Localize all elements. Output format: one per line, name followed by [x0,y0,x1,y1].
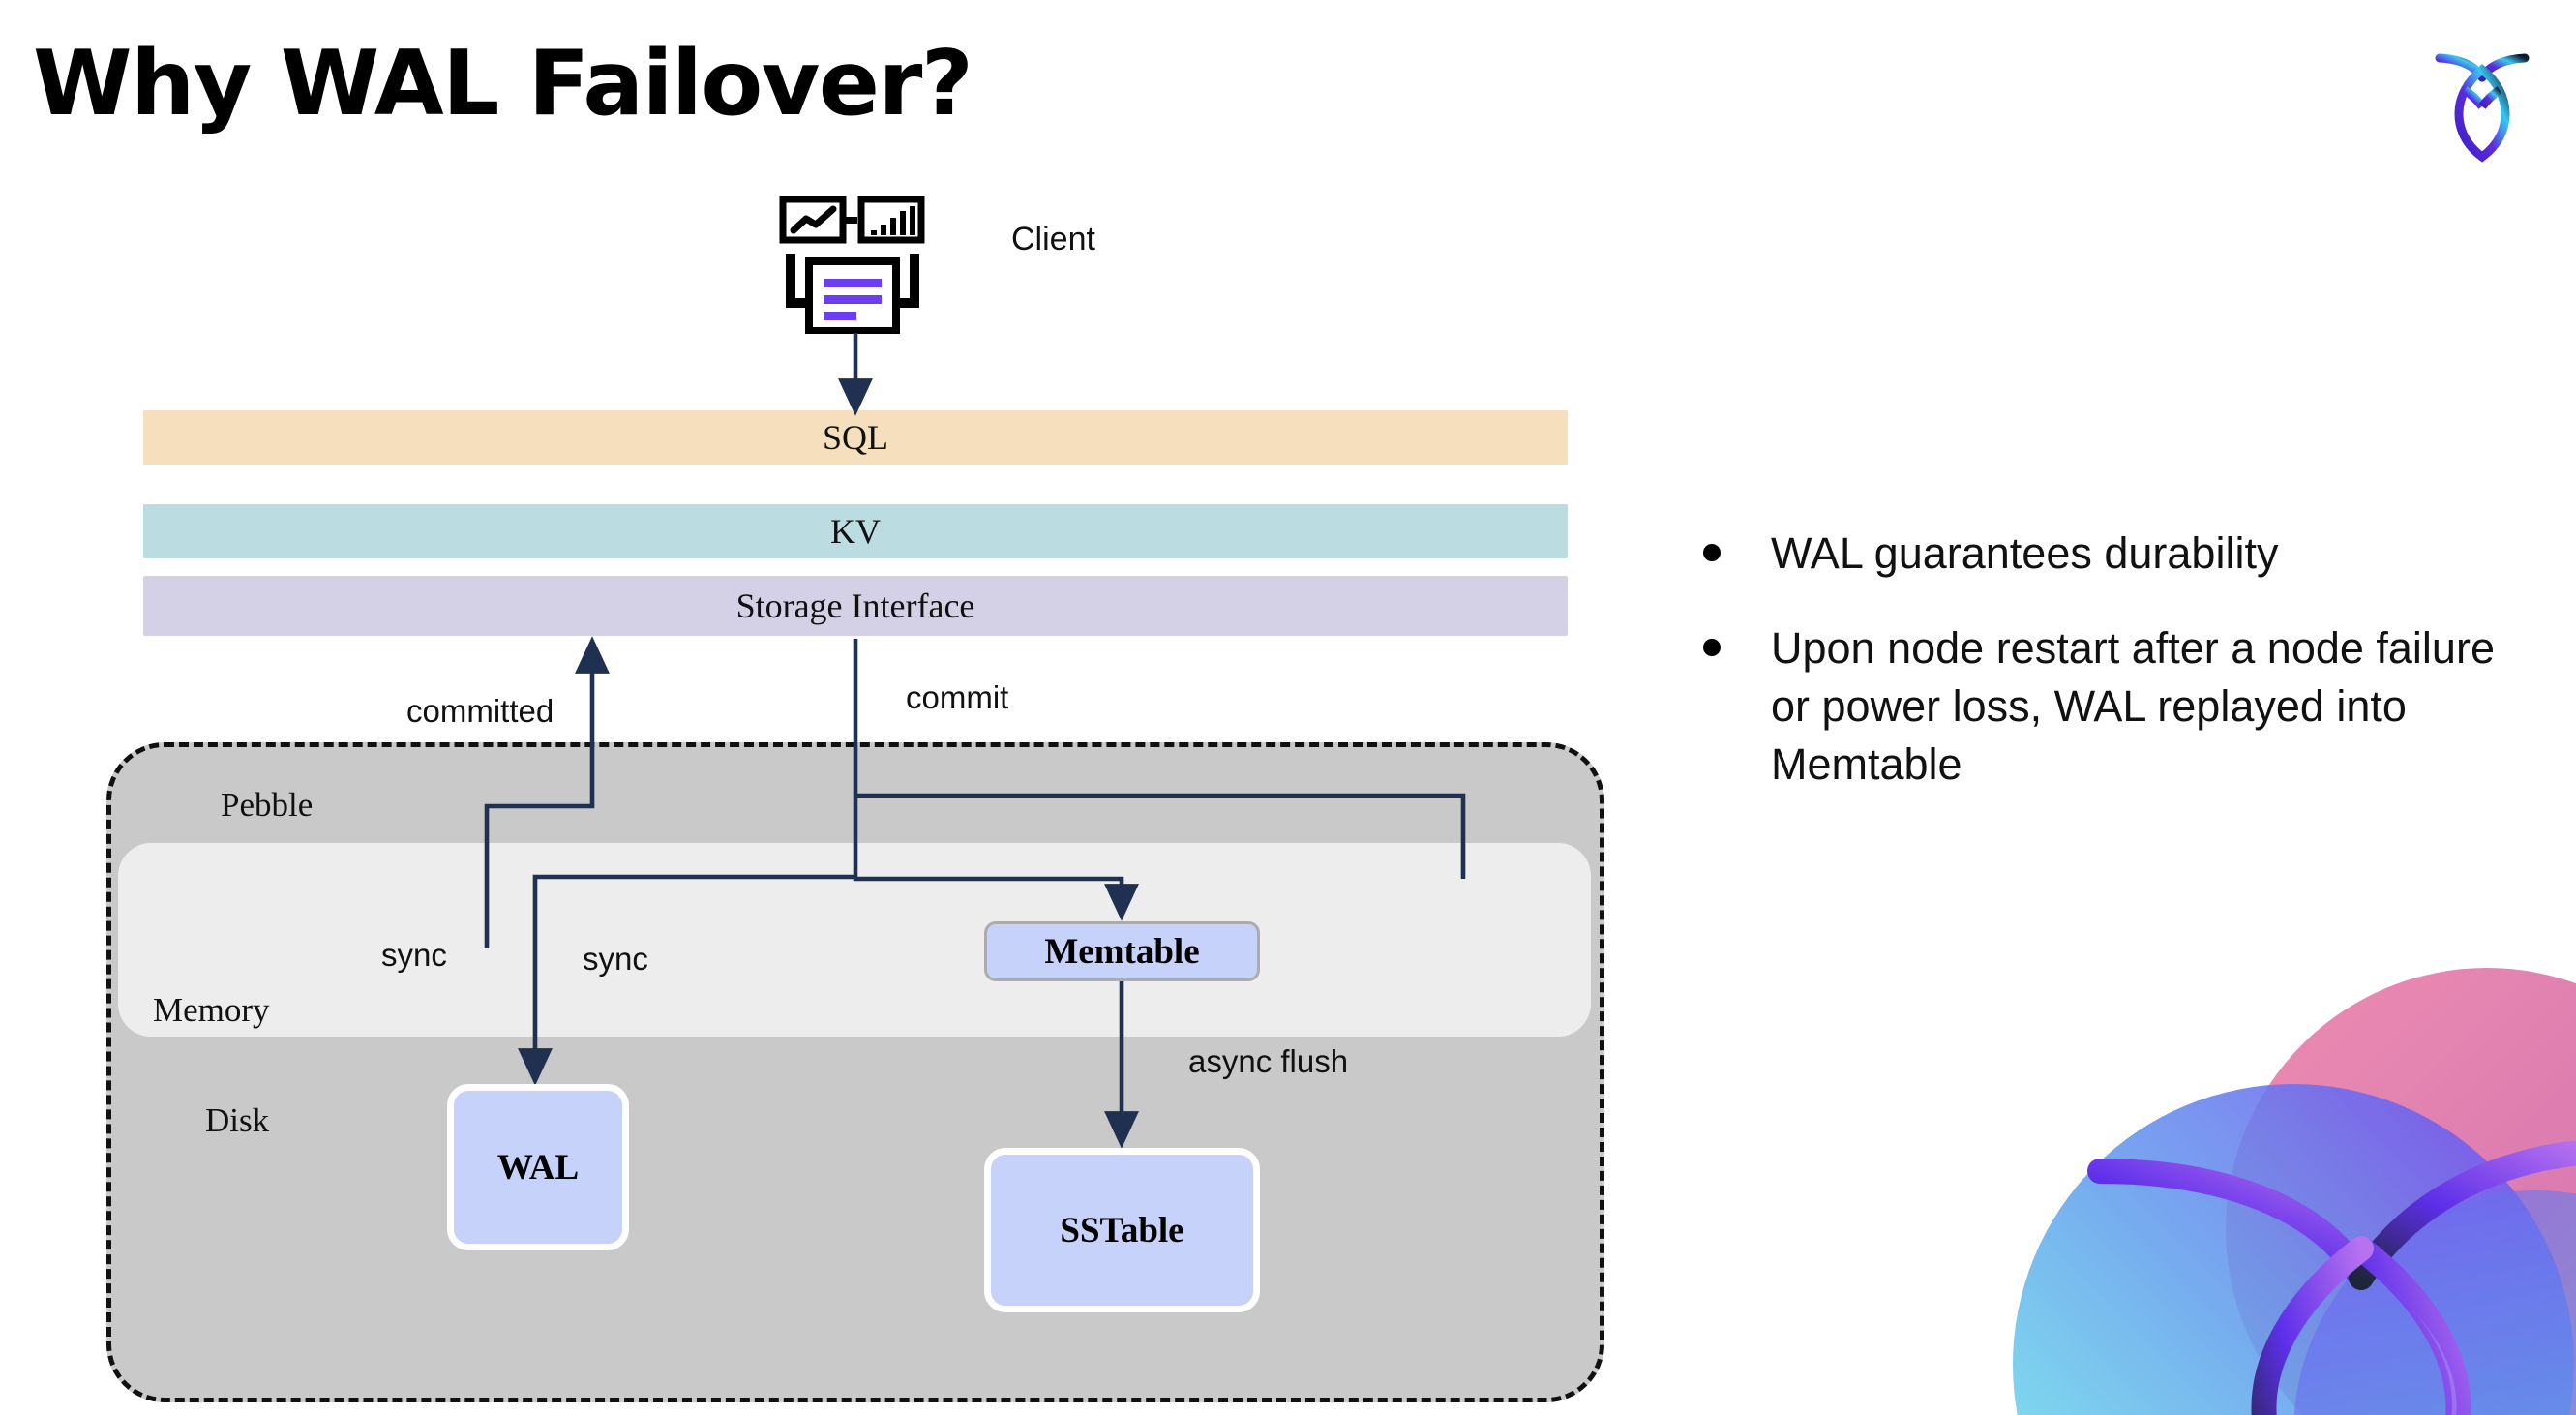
memory-region [118,843,1591,1037]
cockroachdb-logo [2410,33,2555,168]
disk-label: Disk [205,1101,270,1139]
bullet-list: WAL guarantees durability Upon node rest… [1703,525,2506,829]
bullet-dot-icon [1703,544,1721,561]
decorative-watermark [1974,929,2576,1415]
bullet-text: Upon node restart after a node failure o… [1771,622,2495,789]
node-sstable: SSTable [984,1148,1260,1312]
client-dashboard-icon [769,194,934,335]
bullet-text: WAL guarantees durability [1771,528,2279,578]
list-item: WAL guarantees durability [1703,525,2506,583]
memory-label: Memory [153,991,270,1029]
edge-label-committed: committed [406,693,554,729]
client-label: Client [1011,221,1095,257]
layer-bar-storage-interface: Storage Interface [143,576,1568,636]
node-memtable: Memtable [984,921,1260,981]
layer-bar-kv: KV [143,504,1568,558]
list-item: Upon node restart after a node failure o… [1703,619,2506,794]
edge-label-async-flush: async flush [1188,1043,1349,1079]
pebble-label: Pebble [221,786,314,824]
layer-bar-sql: SQL [143,410,1568,465]
node-wal: WAL [447,1084,629,1250]
pebble-container [106,742,1604,1402]
bullet-dot-icon [1703,638,1721,656]
page-title: Why WAL Failover? [33,31,973,135]
edge-label-sync-right: sync [583,941,648,977]
edge-label-sync-left: sync [381,937,447,973]
edge-label-commit: commit [906,679,1009,715]
